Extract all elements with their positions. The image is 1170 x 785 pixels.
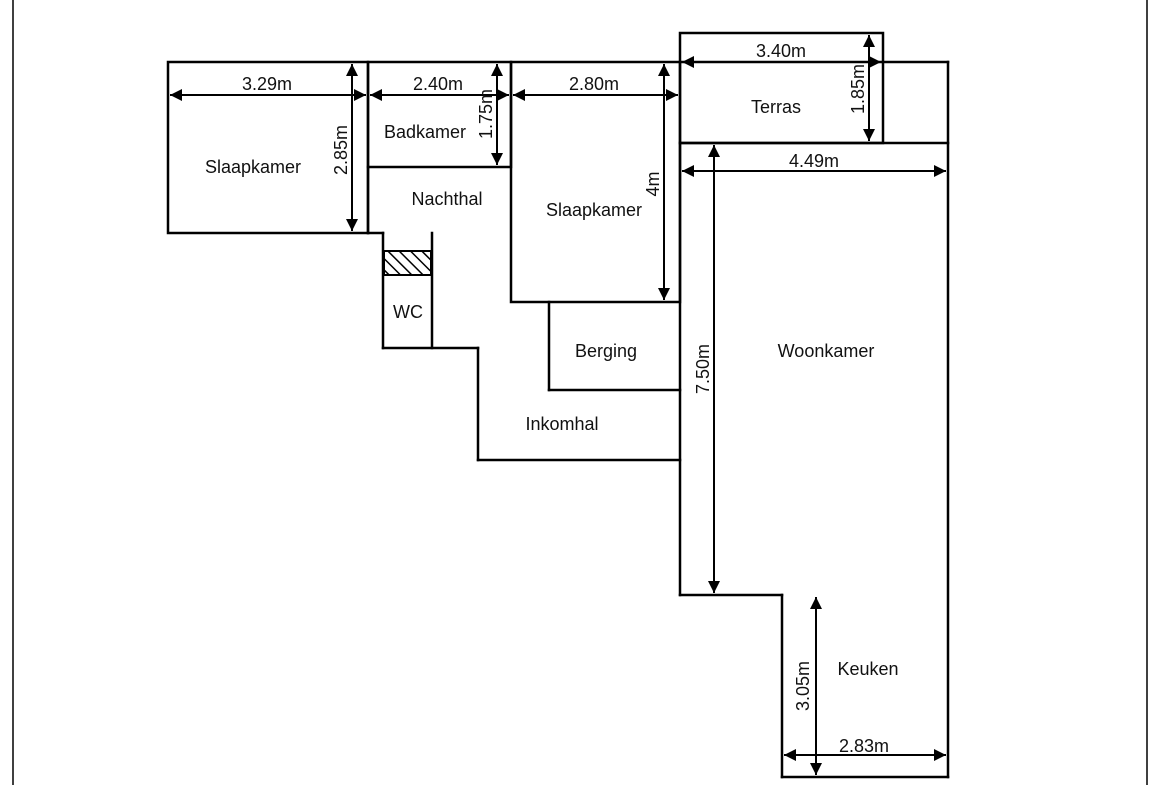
room-label-terras: Terras: [751, 97, 801, 117]
dim-terras-depth: 1.85m: [848, 64, 868, 114]
dim-slaapkamer-1-depth: 2.85m: [331, 125, 351, 175]
room-label-woonkamer: Woonkamer: [778, 341, 875, 361]
dim-slaapkamer-2-width: 2.80m: [569, 74, 619, 94]
room-label-keuken: Keuken: [837, 659, 898, 679]
dim-badkamer-depth: 1.75m: [476, 89, 496, 139]
wc-fixture-hatch: [383, 250, 432, 276]
room-label-slaapkamer-2: Slaapkamer: [546, 200, 642, 220]
dim-slaapkamer-2-depth: 4m: [643, 171, 663, 196]
room-labels: Slaapkamer Badkamer Nachthal Slaapkamer …: [205, 97, 899, 679]
room-label-badkamer: Badkamer: [384, 122, 466, 142]
dim-terras-width: 3.40m: [756, 41, 806, 61]
room-label-nachthal: Nachthal: [411, 189, 482, 209]
dimension-lines: [170, 35, 946, 775]
dim-badkamer-width: 2.40m: [413, 74, 463, 94]
room-label-inkomhal: Inkomhal: [525, 414, 598, 434]
dim-keuken-width: 2.83m: [839, 736, 889, 756]
room-label-wc: WC: [393, 302, 423, 322]
dimension-labels: 3.29m 2.85m 2.40m 1.75m 2.80m 4m 3.40m 1…: [242, 41, 889, 756]
dim-keuken-depth: 3.05m: [793, 661, 813, 711]
dim-woonkamer-depth: 7.50m: [693, 344, 713, 394]
dim-woonkamer-width: 4.49m: [789, 151, 839, 171]
room-label-slaapkamer-1: Slaapkamer: [205, 157, 301, 177]
room-label-berging: Berging: [575, 341, 637, 361]
dim-slaapkamer-1-width: 3.29m: [242, 74, 292, 94]
walls: [166, 31, 950, 779]
